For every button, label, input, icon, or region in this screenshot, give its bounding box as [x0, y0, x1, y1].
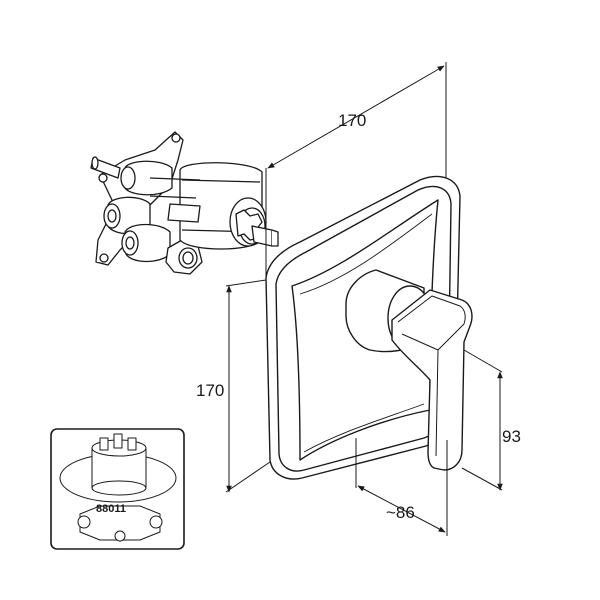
dimension-lines — [225, 62, 503, 536]
dim-label-left: 170 — [196, 381, 224, 400]
dim-label-depth: ~86 — [386, 503, 415, 522]
inset-valve-icon — [59, 433, 177, 542]
lever-handle — [345, 269, 473, 471]
inset-box: 88011 — [50, 428, 185, 550]
dim-label-lever: 93 — [502, 427, 521, 446]
dim-line-depth — [357, 485, 446, 533]
valve-body-rough-in — [90, 131, 279, 275]
dim-line-top — [267, 65, 445, 169]
inset-part-number: 88011 — [96, 503, 126, 515]
dim-label-top: 170 — [338, 111, 366, 130]
